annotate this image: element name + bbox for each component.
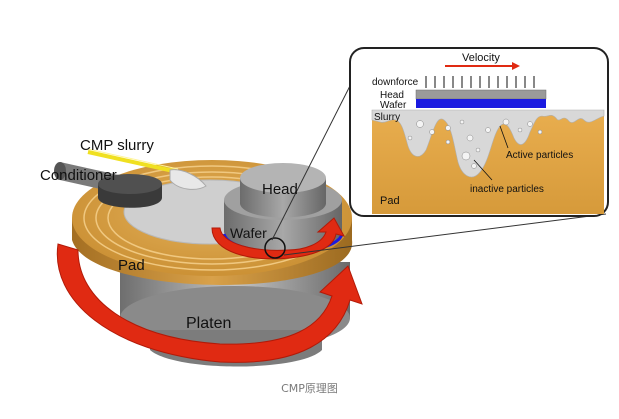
inset-head-bar xyxy=(415,89,547,100)
zoom-lines xyxy=(271,73,607,256)
inset-wafer-bar xyxy=(416,99,546,108)
inactive-particles-leader xyxy=(473,159,493,181)
inset-inactive-particles-label: inactive particles xyxy=(470,184,544,195)
label-platen: Platen xyxy=(186,315,231,332)
head-rotation-arrow xyxy=(211,217,345,260)
active-particles-leader xyxy=(499,125,509,149)
velocity-arrowhead xyxy=(512,62,520,70)
inset-downforce-label: downforce xyxy=(372,77,419,88)
downforce-arrows xyxy=(425,76,535,88)
conditioner xyxy=(54,162,162,208)
inset-velocity-label: Velocity xyxy=(462,52,500,64)
slurry-nozzle xyxy=(87,148,207,190)
inset-wafer-label: Wafer xyxy=(380,100,407,111)
figure-caption: CMP原理图 xyxy=(281,382,338,395)
inset-slurry-label: Slurry xyxy=(374,112,400,123)
zoom-inset: Velocity downforce Head Wafer Slurry xyxy=(349,47,609,217)
inset-particles xyxy=(407,118,543,169)
label-conditioner: Conditioner xyxy=(40,167,117,184)
label-wafer: Wafer xyxy=(230,225,267,241)
label-head: Head xyxy=(262,181,298,198)
inset-active-particles-label: Active particles xyxy=(506,150,573,161)
label-cmp-slurry: CMP slurry xyxy=(80,137,154,154)
platen-rotation-arrow xyxy=(56,243,363,363)
zoom-focus-circle xyxy=(264,237,286,259)
inset-pad-label: Pad xyxy=(380,195,400,207)
inset-head-label: Head xyxy=(380,90,404,101)
carrier-head xyxy=(222,163,344,254)
label-pad: Pad xyxy=(118,257,145,274)
